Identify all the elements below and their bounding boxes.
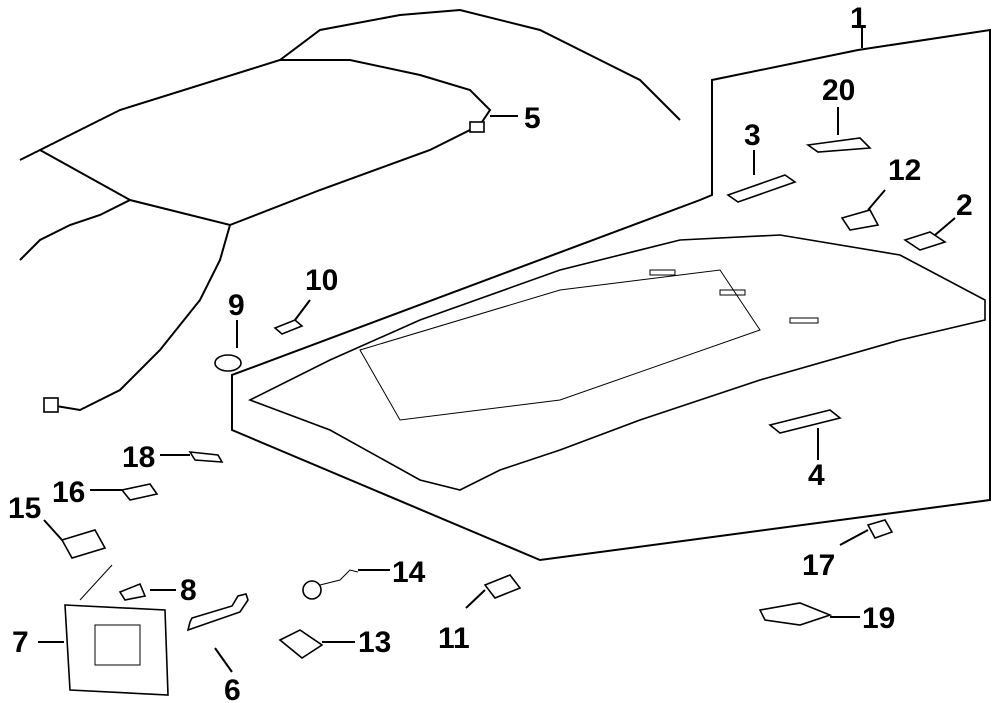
part-8 [118, 582, 147, 601]
part-11 [483, 574, 522, 599]
callout-7: 7 [12, 626, 29, 659]
part-10 [273, 319, 304, 335]
callout-19: 19 [862, 602, 895, 635]
part-18 [188, 451, 224, 463]
callout-9: 9 [228, 289, 245, 322]
callout-4: 4 [808, 459, 825, 492]
callout-16: 16 [52, 476, 85, 509]
callout-13: 13 [358, 626, 391, 659]
callout-3: 3 [744, 119, 761, 152]
headliner-panel-part [248, 234, 986, 491]
callout-18: 18 [122, 441, 155, 474]
callout-6: 6 [224, 674, 241, 703]
callout-1: 1 [850, 2, 867, 35]
callout-12: 12 [888, 154, 921, 187]
callout-8: 8 [180, 574, 197, 607]
part-15 [60, 529, 107, 559]
leader-lines [38, 107, 956, 673]
wiring-harness-part [19, 8, 681, 413]
part-7-sun-visor [64, 564, 169, 696]
part-12 [840, 209, 880, 231]
callout-15: 15 [8, 492, 41, 525]
part-17 [866, 519, 894, 539]
part-9 [214, 354, 242, 372]
part-4 [768, 409, 842, 434]
callout-11: 11 [438, 622, 470, 655]
part-14 [302, 569, 359, 600]
assembly-group-outline [231, 28, 991, 562]
callout-10: 10 [305, 264, 338, 297]
part-20 [805, 137, 872, 153]
part-2 [903, 231, 947, 251]
part-13 [278, 629, 324, 659]
callout-5: 5 [524, 102, 541, 135]
callout-2: 2 [956, 189, 973, 222]
callout-17: 17 [802, 549, 835, 582]
part-16 [120, 483, 159, 501]
callout-20: 20 [822, 74, 855, 107]
callout-14: 14 [392, 556, 426, 589]
part-19 [758, 602, 833, 626]
part-3 [726, 174, 797, 203]
part-6 [186, 593, 249, 632]
